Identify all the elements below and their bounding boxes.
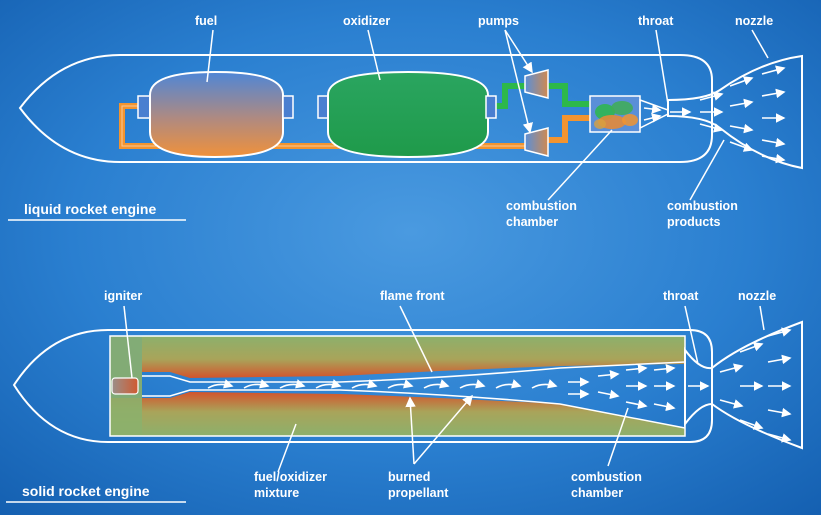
label-solid-chamber-line1: combustion [571,470,642,484]
label-pumps: pumps [478,14,519,28]
label-nozzle: nozzle [735,14,773,28]
label-solid-throat: throat [663,289,699,303]
liquid-engine-title: liquid rocket engine [24,201,156,217]
oxidizer-pump [524,69,549,99]
fuel-line-to-chamber [548,115,590,143]
solid-exhaust-arrows [207,327,792,443]
label-throat: throat [638,14,674,28]
solid-leader-lines [123,305,765,473]
fuel-pump [524,127,549,157]
liquid-rocket-engine: fuel oxidizer pumps throat nozzle combus… [8,14,803,229]
oxidizer-line-to-chamber [548,83,590,107]
label-combustion-chamber-line2: chamber [506,215,558,229]
solid-nozzle [684,320,803,450]
label-flame-front: flame front [380,289,445,303]
fuel-tank [137,70,294,159]
label-combustion-products-line2: products [667,215,721,229]
liquid-exhaust-arrows [643,65,786,164]
label-solid-chamber-line2: chamber [571,486,623,500]
liquid-leader-lines [206,29,769,201]
igniter [111,377,139,395]
label-burned-line2: propellant [388,486,449,500]
label-combustion-products-line1: combustion [667,199,738,213]
propellant-upper [110,336,685,378]
label-igniter: igniter [104,289,142,303]
oxidizer-tank [317,70,497,159]
liquid-combustion-chamber [589,95,669,133]
label-fuel: fuel [195,14,217,28]
oxidizer-line [492,83,525,109]
label-mixture-line1: fuel/oxidizer [254,470,327,484]
solid-rocket-body [12,329,713,443]
solid-engine-title: solid rocket engine [22,483,150,499]
label-burned-line1: burned [388,470,430,484]
label-mixture-line2: mixture [254,486,299,500]
label-solid-nozzle: nozzle [738,289,776,303]
solid-rocket-engine: igniter flame front throat nozzle fuel/o… [6,289,803,503]
label-combustion-chamber-line1: combustion [506,199,577,213]
label-oxidizer: oxidizer [343,14,390,28]
liquid-rocket-body [18,54,713,163]
